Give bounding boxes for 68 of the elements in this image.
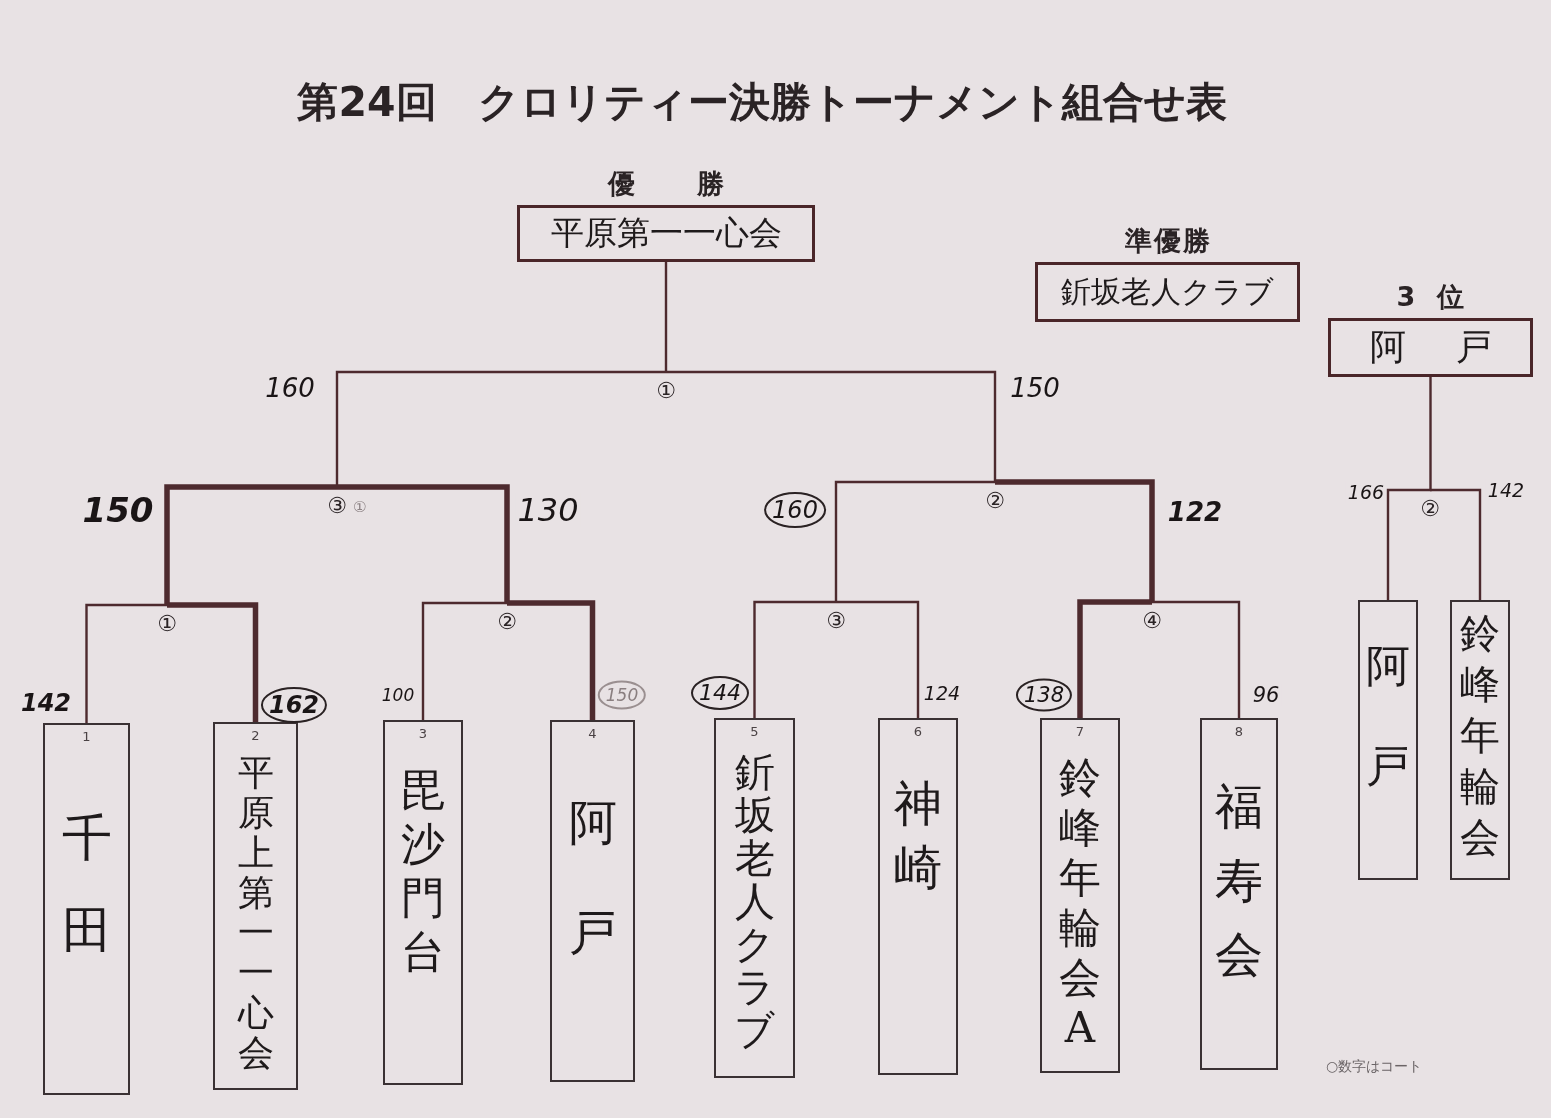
seed-number: 3 xyxy=(418,726,428,741)
bracket-line xyxy=(1430,488,1482,600)
bracket-line xyxy=(421,601,507,720)
heading: 3位 xyxy=(1395,280,1487,314)
seed-number: 7 xyxy=(1075,724,1085,739)
circled-score: 144 xyxy=(691,676,749,710)
seed-number: 4 xyxy=(588,726,597,741)
bracket-line xyxy=(664,262,668,372)
heading: 準優勝 xyxy=(1124,224,1212,258)
team-box xyxy=(878,718,958,1075)
team-box xyxy=(714,718,795,1078)
bracket-line xyxy=(834,480,995,602)
name-box: 阿戸 xyxy=(1328,318,1533,377)
name-box: 平原第一一心会 xyxy=(517,205,815,262)
team-box xyxy=(213,722,298,1090)
team-box xyxy=(1358,600,1418,880)
team-name: 千田 xyxy=(60,808,113,961)
circled-score: 162 xyxy=(260,687,328,723)
team-name: 神崎 xyxy=(893,774,943,897)
title: 第24回 クロリティー決勝トーナメント組合せ表 xyxy=(297,78,1227,126)
team-name: 毘沙門台 xyxy=(400,763,446,979)
team-name: 鈴峰年輪会 xyxy=(1459,609,1501,862)
name-box: 釿坂老人クラブ xyxy=(1035,262,1300,322)
bracket-line xyxy=(337,484,510,603)
heading: 優勝 xyxy=(606,167,786,201)
bracket-line xyxy=(507,600,596,720)
team-box xyxy=(1040,718,1120,1073)
team-box xyxy=(43,723,130,1095)
match-number: ② xyxy=(985,489,1005,513)
match-number: ② xyxy=(497,610,517,634)
match-number: ③ xyxy=(826,609,846,633)
team-box xyxy=(1200,718,1278,1070)
seed-number: 2 xyxy=(251,728,260,743)
team-box xyxy=(383,720,463,1085)
team-name: 釿坂老人クラブ xyxy=(733,751,776,1052)
team-name: 鈴峰年輪会A xyxy=(1058,753,1102,1053)
circled-score: 160 xyxy=(764,492,826,528)
bracket-line xyxy=(335,370,666,487)
match-number: ② xyxy=(1420,497,1440,521)
bracket-line xyxy=(753,600,836,718)
team-name: 阿戸 xyxy=(1365,639,1411,793)
bracket-line xyxy=(666,370,997,482)
team-name: 福寿会 xyxy=(1214,777,1264,984)
bracket-line xyxy=(1077,599,1152,718)
bracket-line xyxy=(1386,488,1430,600)
seed-number: 1 xyxy=(82,729,91,744)
bracket-line xyxy=(167,602,259,722)
circled-score: 150 xyxy=(597,680,647,710)
seed-number: 6 xyxy=(913,724,923,739)
circled-score: 138 xyxy=(1015,678,1073,712)
team-name: 阿戸 xyxy=(567,793,618,962)
bracket-line xyxy=(1428,377,1432,492)
team-box xyxy=(1450,600,1510,880)
bracket-line xyxy=(836,600,920,718)
team-name: 平原上第一一心会 xyxy=(236,753,275,1073)
team-box xyxy=(550,720,635,1082)
bracket-line xyxy=(995,479,1155,602)
note: ○数字はコート xyxy=(1326,1058,1423,1074)
seed-number: 8 xyxy=(1234,724,1244,739)
match-number: ④ xyxy=(1142,609,1162,633)
bracket-line xyxy=(164,484,337,605)
bracket-line xyxy=(1152,600,1241,718)
seed-number: 5 xyxy=(750,724,759,739)
match-number: ① xyxy=(157,612,177,636)
match-number: ③ xyxy=(327,494,347,518)
match-number: ① xyxy=(353,499,367,515)
bracket-line xyxy=(85,603,167,723)
match-number: ① xyxy=(656,379,676,403)
